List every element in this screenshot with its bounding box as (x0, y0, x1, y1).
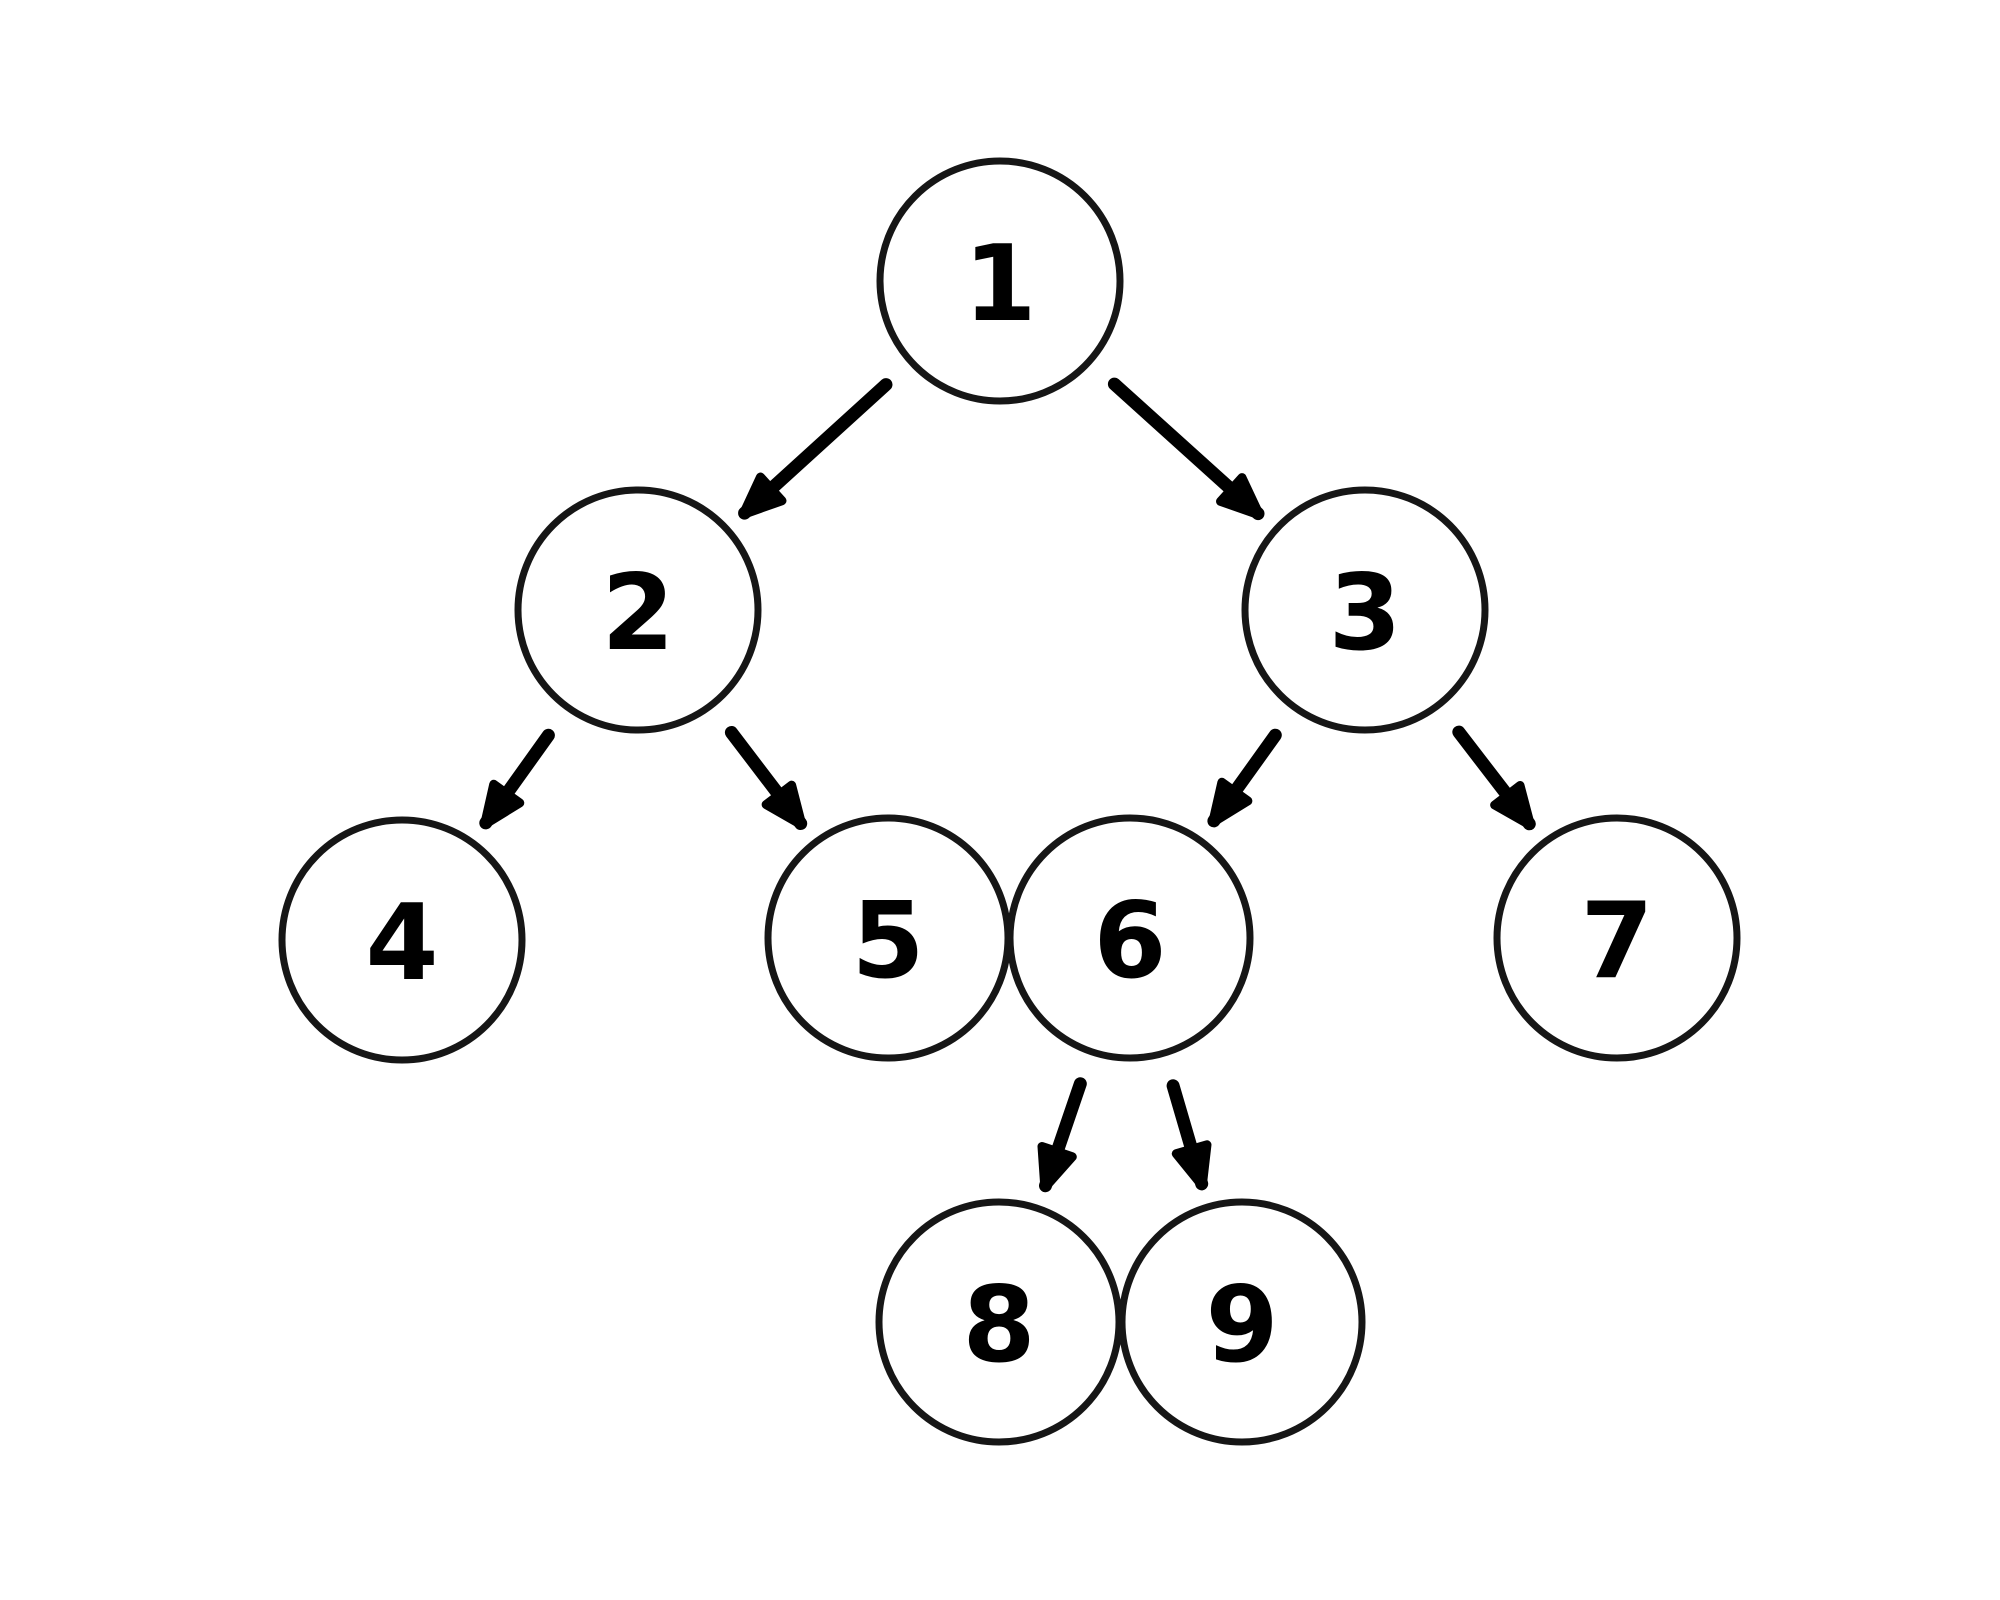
tree-node-6: 6 (1006, 814, 1254, 1062)
node-label-2: 2 (601, 552, 674, 674)
node-label-5: 5 (851, 880, 924, 1002)
node-circle-1 (876, 157, 1124, 405)
tree-node-8: 8 (875, 1198, 1123, 1446)
node-circle-2 (514, 486, 762, 734)
node-circle-3 (1241, 486, 1489, 734)
tree-node-7: 7 (1493, 814, 1741, 1062)
tree-edge-3-7 (1452, 725, 1536, 831)
node-label-7: 7 (1580, 880, 1653, 1002)
tree-node-1: 1 (876, 157, 1124, 405)
node-label-8: 8 (962, 1264, 1035, 1386)
tree-node-9: 9 (1118, 1198, 1366, 1446)
node-circle-4 (278, 816, 526, 1064)
node-label-4: 4 (365, 882, 438, 1004)
node-circle-6 (1006, 814, 1254, 1062)
tree-edge-1-3 (1107, 377, 1265, 521)
tree-node-3: 3 (1241, 486, 1489, 734)
tree-edge-1-2 (738, 378, 893, 520)
node-circle-7 (1493, 814, 1741, 1062)
node-label-9: 9 (1205, 1264, 1278, 1386)
tree-edge-6-9 (1166, 1079, 1212, 1191)
tree-node-4: 4 (278, 816, 526, 1064)
tree-edge-2-5 (724, 726, 808, 830)
tree-edge-2-4 (479, 728, 555, 830)
node-label-6: 6 (1093, 880, 1166, 1002)
edges-layer (479, 377, 1536, 1193)
tree-edge-6-8 (1037, 1077, 1087, 1193)
tree-node-2: 2 (514, 486, 762, 734)
node-label-3: 3 (1328, 552, 1401, 674)
node-label-1: 1 (963, 223, 1036, 345)
nodes-layer: 1 2 3 4 5 6 7 8 9 (278, 157, 1741, 1446)
node-circle-9 (1118, 1198, 1366, 1446)
tree-node-5: 5 (764, 814, 1012, 1062)
tree-edge-3-6 (1207, 728, 1282, 828)
